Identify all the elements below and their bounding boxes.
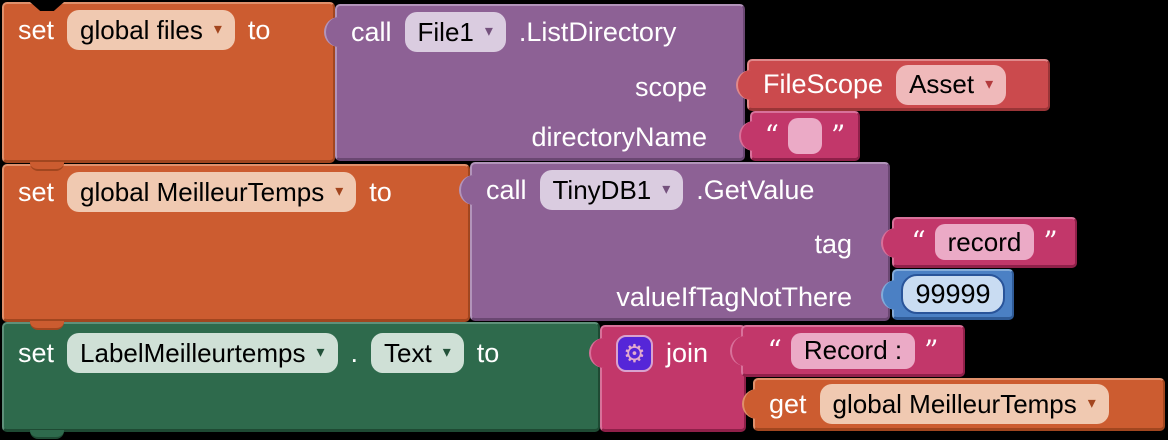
component-dropdown-tinydb1[interactable]: TinyDB1 ▾ xyxy=(539,170,684,210)
plug xyxy=(739,121,756,151)
block-set-labelmeilleurtemps-text[interactable]: set LabelMeilleurtemps ▾ . Text ▾ to xyxy=(2,322,600,432)
block-set-global-files[interactable]: set global files ▾ to xyxy=(2,2,335,163)
mutator-gear-icon[interactable]: ⚙ xyxy=(616,334,653,372)
component-name: TinyDB1 xyxy=(552,174,652,205)
string-record-label-row: “ Record : ” xyxy=(743,327,963,374)
component-dropdown-file1[interactable]: File1 ▾ xyxy=(404,12,506,52)
variable-dropdown-global-meilleurtemps[interactable]: global MeilleurTemps ▾ xyxy=(67,172,357,212)
plug xyxy=(881,280,898,310)
open-quote: “ xyxy=(911,225,926,258)
to-keyword: to xyxy=(247,14,271,45)
dot-separator: . xyxy=(350,337,359,368)
close-quote: ” xyxy=(1043,225,1058,258)
close-quote: ” xyxy=(924,333,939,367)
block-empty-string[interactable]: “ ” xyxy=(739,111,860,161)
call-header-row: call File1 ▾ .ListDirectory xyxy=(337,6,743,58)
join-row: ⚙ join xyxy=(602,327,744,379)
chevron-down-icon: ▾ xyxy=(985,75,994,93)
to-keyword: to xyxy=(476,337,500,368)
set-keyword: set xyxy=(18,337,55,368)
plug xyxy=(881,228,898,258)
component-name: LabelMeilleurtemps xyxy=(80,337,306,368)
string-field-record[interactable]: record xyxy=(934,224,1035,260)
block-connection-tab xyxy=(30,162,64,171)
filescope-label: FileScope xyxy=(763,69,884,99)
set-files-row: set global files ▾ to xyxy=(4,4,333,56)
chevron-down-icon: ▾ xyxy=(484,23,493,40)
plug xyxy=(459,175,476,205)
plug xyxy=(742,389,759,419)
param-label-valueiftagnotthere: valueIfTagNotThere xyxy=(616,281,852,312)
next-connection-tab xyxy=(30,430,64,439)
variable-name: global files xyxy=(80,14,203,45)
open-quote: “ xyxy=(764,118,779,152)
block-join[interactable]: ⚙ join xyxy=(589,325,746,432)
get-keyword: get xyxy=(769,388,807,419)
method-name: .ListDirectory xyxy=(518,16,677,47)
empty-string-field[interactable] xyxy=(788,117,822,154)
call-keyword: call xyxy=(486,174,527,205)
block-number-99999[interactable]: 99999 xyxy=(881,269,1014,320)
join-label: join xyxy=(666,337,709,368)
previous-connection-notch xyxy=(30,2,64,11)
plug xyxy=(324,17,341,47)
block-string-record-label[interactable]: “ Record : ” xyxy=(730,325,965,377)
block-set-global-meilleurtemps[interactable]: set global MeilleurTemps ▾ to xyxy=(2,164,470,322)
variable-name: global MeilleurTemps xyxy=(80,176,325,207)
filescope-row: FileScope Asset ▾ xyxy=(749,61,1048,108)
property-name: Text xyxy=(384,337,432,368)
component-name: File1 xyxy=(417,16,474,47)
filescope-dropdown-asset[interactable]: Asset ▾ xyxy=(896,64,1007,105)
variable-dropdown-global-files[interactable]: global files ▾ xyxy=(67,10,235,50)
chevron-down-icon: ▾ xyxy=(442,344,451,361)
method-name: .GetValue xyxy=(696,174,815,205)
plug xyxy=(589,338,606,368)
string-record-row: “ record ” xyxy=(894,219,1075,265)
chevron-down-icon: ▾ xyxy=(213,21,222,38)
block-connection-tab xyxy=(30,321,64,330)
variable-dropdown-get-global-meilleurtemps[interactable]: global MeilleurTemps ▾ xyxy=(819,384,1109,424)
close-quote: ” xyxy=(831,118,846,152)
set-keyword: set xyxy=(18,176,55,207)
block-string-record[interactable]: “ record ” xyxy=(881,217,1077,268)
param-label-scope: scope xyxy=(634,71,707,102)
chevron-down-icon: ▾ xyxy=(316,344,325,361)
chevron-down-icon: ▾ xyxy=(335,183,344,200)
property-dropdown-text[interactable]: Text ▾ xyxy=(371,333,464,373)
open-quote: “ xyxy=(767,333,782,367)
variable-name: global MeilleurTemps xyxy=(832,388,1077,419)
set-keyword: set xyxy=(18,14,55,45)
plug xyxy=(736,70,753,100)
set-label-text-row: set LabelMeilleurtemps ▾ . Text ▾ to xyxy=(4,327,598,379)
component-dropdown-labelmeilleurtemps[interactable]: LabelMeilleurtemps ▾ xyxy=(67,333,338,373)
string-field-record-label[interactable]: Record : xyxy=(790,332,916,369)
block-call-tinydb1-getvalue[interactable]: call TinyDB1 ▾ .GetValue tag valueIfTagN… xyxy=(459,162,890,321)
block-call-file1-listdirectory[interactable]: call File1 ▾ .ListDirectory scope direct… xyxy=(324,4,745,161)
call-keyword: call xyxy=(351,16,392,47)
chevron-down-icon: ▾ xyxy=(1087,395,1096,412)
param-label-directoryname: directoryName xyxy=(531,121,707,152)
chevron-down-icon: ▾ xyxy=(662,181,671,198)
empty-string-row: “ ” xyxy=(752,113,858,158)
get-row: get global MeilleurTemps ▾ xyxy=(755,380,1163,428)
to-keyword: to xyxy=(369,176,392,207)
filescope-value: Asset xyxy=(909,69,975,99)
plug xyxy=(730,336,747,366)
number-row: 99999 xyxy=(894,271,1012,317)
block-filescope-asset[interactable]: FileScope Asset ▾ xyxy=(736,59,1050,111)
param-label-tag: tag xyxy=(814,228,852,259)
set-meilleurtemps-row: set global MeilleurTemps ▾ to xyxy=(4,166,468,218)
number-field[interactable]: 99999 xyxy=(901,274,1005,314)
call-header-row: call TinyDB1 ▾ .GetValue xyxy=(472,164,888,216)
block-get-global-meilleurtemps[interactable]: get global MeilleurTemps ▾ xyxy=(742,378,1165,431)
